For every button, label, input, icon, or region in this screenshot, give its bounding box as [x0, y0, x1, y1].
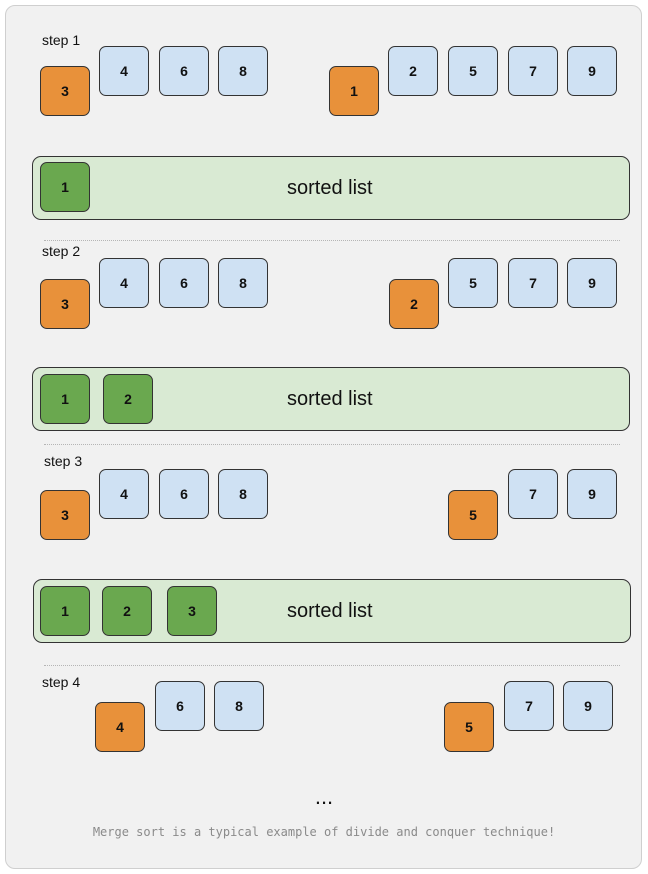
- step-3-left-box: 8: [218, 469, 268, 519]
- step-4-left-box: 8: [214, 681, 264, 731]
- step-3-right-box: 9: [567, 469, 617, 519]
- step-2-left-box: 8: [218, 258, 268, 308]
- step-4-left-box: 6: [155, 681, 205, 731]
- step-4-label: step 4: [42, 674, 81, 690]
- step-1-left-box: 6: [159, 46, 209, 96]
- step-1-right-box: 7: [508, 46, 558, 96]
- sorted-list-label: sorted list: [287, 177, 373, 199]
- step-divider: [44, 665, 620, 666]
- step-3-label: step 3: [44, 453, 83, 469]
- step-1-right-box: 9: [567, 46, 617, 96]
- step-4-left-current-box: 4: [95, 702, 145, 752]
- caption-text: Merge sort is a typical example of divid…: [92, 825, 556, 839]
- step-4-right-current-box: 5: [444, 702, 494, 752]
- step-2-right-box: 9: [567, 258, 617, 308]
- step-2-right-box: 5: [448, 258, 498, 308]
- sorted-item-box: 3: [167, 586, 217, 636]
- step-1-left-box: 4: [99, 46, 149, 96]
- step-4-right-box: 7: [504, 681, 554, 731]
- step-2-left-box: 4: [99, 258, 149, 308]
- continuation-ellipsis: ...: [314, 784, 334, 809]
- step-1-right-box: 2: [388, 46, 438, 96]
- step-3-right-box: 7: [508, 469, 558, 519]
- step-1-left-current-box: 3: [40, 66, 90, 116]
- step-3-left-box: 6: [159, 469, 209, 519]
- sorted-list-label: sorted list: [287, 388, 373, 410]
- step-2-label: step 2: [42, 243, 81, 259]
- step-2-left-box: 6: [159, 258, 209, 308]
- step-1-label: step 1: [42, 32, 81, 48]
- step-1-right-box: 5: [448, 46, 498, 96]
- step-2-right-current-box: 2: [389, 279, 439, 329]
- step-2-right-box: 7: [508, 258, 558, 308]
- step-4-right-box: 9: [563, 681, 613, 731]
- sorted-list-1: [32, 156, 630, 220]
- sorted-list-label: sorted list: [287, 600, 373, 622]
- sorted-item-box: 1: [40, 374, 90, 424]
- step-3-left-box: 4: [99, 469, 149, 519]
- step-1-left-box: 8: [218, 46, 268, 96]
- sorted-item-box: 1: [40, 586, 90, 636]
- sorted-item-box: 1: [40, 162, 90, 212]
- step-3-left-current-box: 3: [40, 490, 90, 540]
- sorted-item-box: 2: [103, 374, 153, 424]
- step-divider: [44, 444, 620, 445]
- step-divider: [44, 240, 620, 241]
- step-2-left-current-box: 3: [40, 279, 90, 329]
- sorted-item-box: 2: [102, 586, 152, 636]
- step-3-right-current-box: 5: [448, 490, 498, 540]
- step-1-right-current-box: 1: [329, 66, 379, 116]
